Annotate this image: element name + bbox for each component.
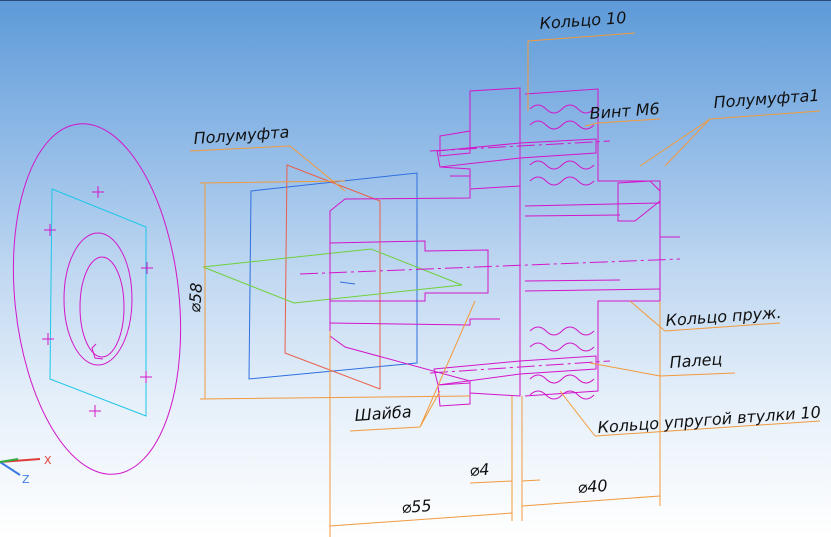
left-keyway — [329, 318, 500, 326]
d58-label: ⌀58 — [185, 282, 206, 313]
elastic-rings-top — [529, 104, 595, 186]
d4-label: ⌀4 — [469, 460, 490, 480]
y-axis-line — [0, 458, 19, 463]
hole-marker — [89, 405, 101, 417]
left-half-coupling — [329, 185, 521, 397]
ring10-leader — [527, 32, 636, 111]
keyway — [91, 343, 104, 360]
coupling-assembly — [299, 87, 681, 407]
bottom-bolt-head — [437, 382, 471, 407]
bottom-pin — [433, 355, 597, 386]
reference-planes — [202, 164, 463, 390]
top-pin-body — [439, 166, 471, 188]
flange-outer-ellipse — [12, 123, 182, 475]
ring10-label: Кольцо 10 — [539, 8, 627, 33]
d55-label: ⌀55 — [401, 496, 432, 517]
screw-leader — [584, 118, 661, 127]
right-flange-detail — [617, 180, 661, 222]
half-coupling-1-label: Полумуфта1 — [713, 86, 820, 112]
hole-marker — [92, 186, 104, 198]
pin-center-line — [429, 140, 611, 152]
hub-outer-ellipse — [63, 232, 133, 366]
washer-label: Шайба — [354, 402, 412, 425]
spring-ring-leader — [629, 300, 781, 332]
top-bolt-head — [439, 130, 471, 157]
spring-ring-label: Кольцо пруж. — [665, 303, 782, 330]
hole-marker — [42, 333, 54, 345]
x-axis-label: X — [44, 454, 52, 467]
top-flange — [469, 87, 521, 198]
elastic-ring-leader — [559, 390, 821, 437]
left-hub-bore — [329, 240, 489, 302]
right-hub — [524, 202, 661, 292]
blue-plane — [248, 172, 418, 380]
red-plane — [284, 164, 381, 390]
hub-bore-ellipse — [79, 256, 125, 358]
half-coupling-1-leader — [639, 110, 821, 167]
cyan-plane — [49, 188, 147, 417]
pin-label: Палец — [669, 349, 723, 372]
screw-label: Винт М6 — [589, 99, 660, 123]
d4-dim-line — [469, 479, 541, 484]
center-line — [299, 258, 681, 275]
hole-marker — [141, 262, 153, 274]
flange-end-view — [12, 123, 182, 475]
axis-triad: X Z — [0, 454, 52, 486]
half-coupling-label: Полумуфта — [193, 122, 290, 148]
d58-dim-line — [199, 180, 471, 400]
pin-leader — [589, 362, 736, 377]
z-axis-label: Z — [22, 473, 30, 486]
top-pin — [436, 138, 597, 168]
labels: Кольцо 10 Винт М6 Полумуфта1 Полумуфта К… — [185, 8, 821, 517]
right-half-coupling — [524, 88, 661, 397]
d40-label: ⌀40 — [577, 476, 608, 497]
dimensions — [189, 32, 821, 537]
green-plane — [202, 248, 463, 304]
pin-center-line — [429, 360, 611, 374]
z-axis-line — [0, 461, 21, 476]
washer-leader — [349, 300, 476, 432]
elastic-ring-label: Кольцо упругой втулки 10 — [597, 402, 822, 437]
d40-dim-line — [521, 495, 661, 507]
hole-marker — [140, 371, 152, 383]
half-coupling-leader — [189, 145, 346, 192]
elastic-rings-bottom — [529, 326, 595, 400]
hole-marker — [44, 224, 56, 236]
d55-dim-line — [329, 512, 513, 527]
shaft-axis-line — [339, 281, 356, 285]
